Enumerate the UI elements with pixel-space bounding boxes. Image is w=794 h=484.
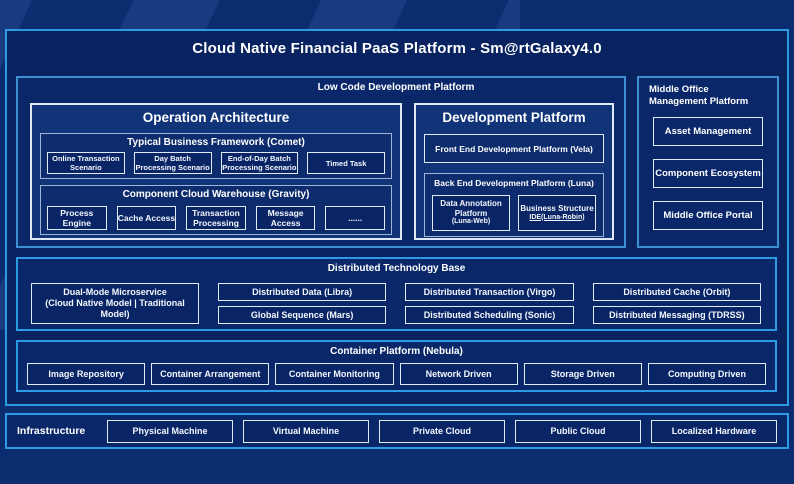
low-code-platform-section: Low Code Development Platform Operation … bbox=[16, 76, 626, 248]
data-annotation-platform-box: Data Annotation Platform (Luna-Web) bbox=[432, 195, 510, 231]
development-platform-panel: Development Platform Front End Developme… bbox=[414, 103, 614, 240]
distributed-technology-label: Distributed Technology Base bbox=[327, 263, 466, 274]
image-repository-box: Image Repository bbox=[27, 363, 146, 385]
distributed-scheduling-box: Distributed Scheduling (Sonic) bbox=[405, 306, 574, 324]
container-arrangement-box: Container Arrangement bbox=[151, 363, 270, 385]
component-cloud-warehouse-group: Component Cloud Warehouse (Gravity) Proc… bbox=[40, 185, 392, 235]
middle-office-section: Middle Office Management Platform Asset … bbox=[637, 76, 779, 248]
business-structure-ide-code: IDE(Luna-Robin) bbox=[529, 213, 585, 221]
container-platform-row: Image Repository Container Arrangement C… bbox=[27, 363, 767, 385]
scenario-box: Online Transaction Scenario bbox=[47, 152, 125, 174]
typical-business-framework-group: Typical Business Framework (Comet) Onlin… bbox=[40, 133, 392, 179]
computing-driven-box: Computing Driven bbox=[647, 363, 767, 385]
component-box: Message Access bbox=[255, 206, 316, 230]
component-box: Process Engine bbox=[47, 206, 107, 230]
virtual-machine-box: Virtual Machine bbox=[243, 419, 369, 443]
diagram-title: Cloud Native Financial PaaS Platform - S… bbox=[192, 40, 602, 57]
middle-office-portal-box: Middle Office Portal bbox=[653, 201, 763, 230]
infrastructure-section: Infrastructure Physical Machine Virtual … bbox=[5, 413, 789, 449]
operation-architecture-title: Operation Architecture bbox=[142, 110, 290, 125]
component-cloud-warehouse-row: Process Engine Cache Access Transaction … bbox=[47, 206, 385, 230]
component-ecosystem-box: Component Ecosystem bbox=[653, 159, 763, 188]
physical-machine-box: Physical Machine bbox=[107, 419, 233, 443]
distributed-transaction-box: Distributed Transaction (Virgo) bbox=[405, 283, 574, 301]
dual-mode-microservice-line1: Dual-Mode Microservice bbox=[63, 287, 167, 298]
scenario-box: End-of-Day Batch Processing Scenario bbox=[220, 152, 299, 174]
distributed-data-box: Distributed Data (Libra) bbox=[218, 283, 387, 301]
global-sequence-box: Global Sequence (Mars) bbox=[218, 306, 387, 324]
public-cloud-box: Public Cloud bbox=[515, 419, 641, 443]
back-end-platform-row: Data Annotation Platform (Luna-Web) Busi… bbox=[432, 195, 596, 231]
asset-management-box: Asset Management bbox=[653, 117, 763, 146]
back-end-platform-label: Back End Development Platform (Luna) bbox=[434, 178, 594, 188]
business-structure-ide-name: Business Structure bbox=[520, 204, 594, 213]
low-code-platform-label: Low Code Development Platform bbox=[317, 82, 475, 93]
development-platform-title: Development Platform bbox=[442, 110, 586, 125]
private-cloud-box: Private Cloud bbox=[379, 419, 505, 443]
network-driven-box: Network Driven bbox=[399, 363, 518, 385]
dual-mode-microservice-line2: (Cloud Native Model | Traditional Model) bbox=[45, 298, 185, 319]
component-box: ...... bbox=[325, 206, 385, 230]
component-cloud-warehouse-label: Component Cloud Warehouse (Gravity) bbox=[122, 189, 310, 200]
distributed-technology-section: Distributed Technology Base Dual-Mode Mi… bbox=[16, 257, 777, 331]
distributed-messaging-box: Distributed Messaging (TDRSS) bbox=[592, 306, 761, 324]
operation-architecture-panel: Operation Architecture Typical Business … bbox=[30, 103, 402, 240]
back-end-platform-group: Back End Development Platform (Luna) Dat… bbox=[424, 173, 604, 237]
scenario-box: Timed Task bbox=[307, 152, 385, 174]
localized-hardware-box: Localized Hardware bbox=[651, 419, 777, 443]
middle-office-label: Middle Office Management Platform bbox=[649, 84, 749, 108]
front-end-platform-box: Front End Development Platform (Vela) bbox=[424, 134, 604, 163]
data-annotation-platform-name: Data Annotation Platform bbox=[440, 199, 502, 218]
dual-mode-microservice-box: Dual-Mode Microservice (Cloud Native Mod… bbox=[31, 283, 199, 324]
business-structure-ide-box: Business Structure IDE(Luna-Robin) bbox=[518, 195, 596, 231]
storage-driven-box: Storage Driven bbox=[523, 363, 642, 385]
distributed-cache-box: Distributed Cache (Orbit) bbox=[592, 283, 761, 301]
container-monitoring-box: Container Monitoring bbox=[275, 363, 394, 385]
infrastructure-label: Infrastructure bbox=[17, 425, 86, 437]
container-platform-section: Container Platform (Nebula) Image Reposi… bbox=[16, 340, 777, 392]
container-platform-label: Container Platform (Nebula) bbox=[330, 346, 463, 357]
scenario-box: Day Batch Processing Scenario bbox=[133, 152, 212, 174]
typical-business-framework-row: Online Transaction Scenario Day Batch Pr… bbox=[47, 152, 385, 174]
component-box: Cache Access bbox=[116, 206, 177, 230]
component-box: Transaction Processing bbox=[186, 206, 246, 230]
typical-business-framework-label: Typical Business Framework (Comet) bbox=[127, 137, 305, 148]
data-annotation-platform-code: (Luna-Web) bbox=[451, 218, 491, 226]
distributed-technology-grid: Dual-Mode Microservice (Cloud Native Mod… bbox=[31, 283, 761, 324]
